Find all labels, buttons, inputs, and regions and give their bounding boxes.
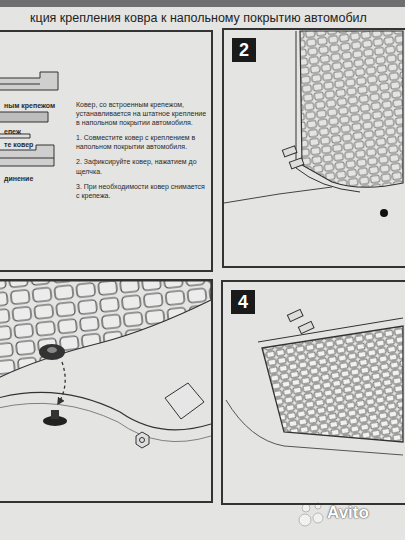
step-panel: 4 xyxy=(221,280,405,505)
panel-4-figure xyxy=(226,309,403,455)
step-number: 2 xyxy=(232,38,256,62)
instruction-panel: ным крепежом епеж те ковер динение Ковер, со… xyxy=(0,30,213,272)
instruction-text: 3. При необходимости ковер снимается с к… xyxy=(76,182,210,200)
instruction-text: Ковер, со встроенным крепежом, устанавли… xyxy=(76,100,210,127)
instruction-text: 2. Зафиксируйте ковер, нажатием до щелчк… xyxy=(76,157,210,175)
header-title: кция крепления ковра к напольному покрыт… xyxy=(30,11,367,25)
part-label: епеж xyxy=(4,128,21,135)
step-panel: 2 xyxy=(222,28,405,268)
watermark-logo xyxy=(299,503,323,526)
part-label: ным крепежом xyxy=(4,102,55,109)
part-label: те ковер xyxy=(4,141,33,148)
panel-2-figure xyxy=(224,31,403,217)
fabric-strip xyxy=(0,0,405,7)
part-label: динение xyxy=(4,175,33,182)
cross-section-figures xyxy=(0,72,58,166)
panel-3 xyxy=(0,280,212,502)
instruction-text: 1. Совместите ковер с креплением в напол… xyxy=(76,133,210,151)
step-number: 4 xyxy=(231,290,255,314)
watermark: Avito xyxy=(327,503,369,523)
